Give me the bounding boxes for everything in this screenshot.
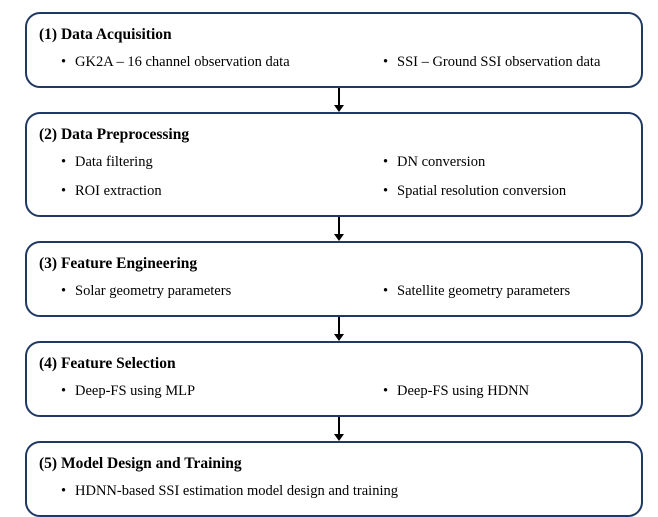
- bullet-item: SSI – Ground SSI observation data: [383, 52, 627, 73]
- bullet-item: ROI extraction: [61, 181, 383, 202]
- step-box-feature-selection: (4) Feature Selection Deep-FS using MLP …: [25, 341, 643, 417]
- bullet-item: Data filtering: [61, 152, 383, 173]
- arrow-head: [334, 334, 344, 341]
- step-bullets: GK2A – 16 channel observation data SSI –…: [61, 52, 627, 73]
- step-box-model-design-training: (5) Model Design and Training HDNN-based…: [25, 441, 643, 517]
- step-bullets: HDNN-based SSI estimation model design a…: [61, 481, 627, 502]
- down-arrow-icon: [25, 88, 653, 112]
- bullet-row: GK2A – 16 channel observation data SSI –…: [61, 52, 627, 73]
- step-box-data-preprocessing: (2) Data Preprocessing Data filtering DN…: [25, 112, 643, 217]
- step-bullets: Deep-FS using MLP Deep-FS using HDNN: [61, 381, 627, 402]
- bullet-item: Deep-FS using HDNN: [383, 381, 627, 402]
- arrow-head: [334, 234, 344, 241]
- bullet-row: HDNN-based SSI estimation model design a…: [61, 481, 627, 502]
- down-arrow-icon: [25, 417, 653, 441]
- arrow-head: [334, 434, 344, 441]
- step-title: (3) Feature Engineering: [39, 255, 198, 272]
- flowchart: (1) Data Acquisition GK2A – 16 channel o…: [0, 0, 658, 506]
- arrow-head: [334, 105, 344, 112]
- bullet-item: GK2A – 16 channel observation data: [61, 52, 383, 73]
- step-box-data-acquisition: (1) Data Acquisition GK2A – 16 channel o…: [25, 12, 643, 88]
- bullet-row: Deep-FS using MLP Deep-FS using HDNN: [61, 381, 627, 402]
- bullet-item: HDNN-based SSI estimation model design a…: [61, 481, 398, 502]
- step-title: (2) Data Preprocessing: [39, 126, 190, 143]
- step-box-feature-engineering: (3) Feature Engineering Solar geometry p…: [25, 241, 643, 317]
- bullet-item: Satellite geometry parameters: [383, 281, 627, 302]
- step-title: (5) Model Design and Training: [39, 455, 242, 472]
- bullet-item: DN conversion: [383, 152, 627, 173]
- arrow-shaft: [338, 317, 340, 334]
- step-bullets: Solar geometry parameters Satellite geom…: [61, 281, 627, 302]
- down-arrow-icon: [25, 217, 653, 241]
- arrow-shaft: [338, 417, 340, 434]
- bullet-item: Deep-FS using MLP: [61, 381, 383, 402]
- arrow-shaft: [338, 217, 340, 234]
- bullet-item: Spatial resolution conversion: [383, 181, 627, 202]
- step-bullets: Data filtering DN conversion ROI extract…: [61, 152, 627, 202]
- step-title: (1) Data Acquisition: [39, 26, 172, 43]
- step-title: (4) Feature Selection: [39, 355, 176, 372]
- bullet-item: Solar geometry parameters: [61, 281, 383, 302]
- down-arrow-icon: [25, 317, 653, 341]
- arrow-shaft: [338, 88, 340, 105]
- bullet-row: Data filtering DN conversion: [61, 152, 627, 173]
- bullet-row: ROI extraction Spatial resolution conver…: [61, 181, 627, 202]
- bullet-row: Solar geometry parameters Satellite geom…: [61, 281, 627, 302]
